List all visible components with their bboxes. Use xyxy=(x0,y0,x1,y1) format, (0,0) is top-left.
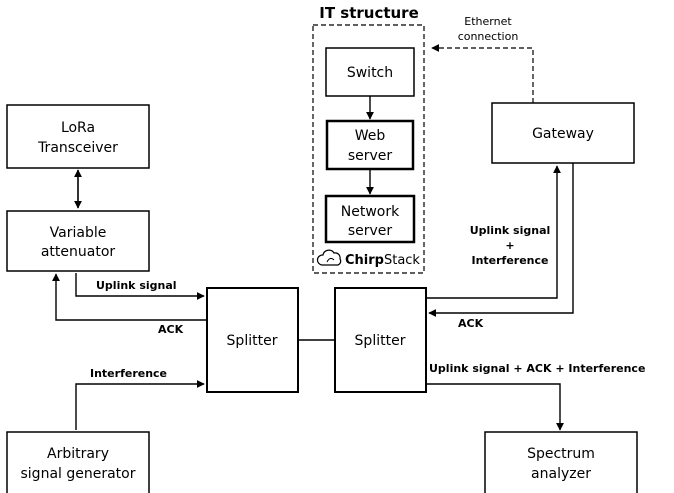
switch-box xyxy=(325,47,415,97)
interference-label: Interference xyxy=(90,367,167,380)
ack-left-label: ACK xyxy=(158,323,184,336)
gateway-label: Gateway xyxy=(532,126,594,142)
ethernet-connection-dashed xyxy=(431,44,534,103)
ack-right-label: ACK xyxy=(458,317,484,330)
arrow-uplink-to-gateway xyxy=(426,165,561,299)
splitter-left-box xyxy=(206,287,299,393)
it-structure-container xyxy=(312,24,425,274)
chirpstack-logo: ChirpStack xyxy=(316,249,420,268)
attenuator-label-line1: Variable xyxy=(50,225,107,241)
web-server-box xyxy=(325,119,415,171)
attenuator-label-line2: attenuator xyxy=(41,244,116,260)
generator-label-line2: signal generator xyxy=(21,466,136,482)
arrow-ack-to-attenuator xyxy=(52,273,206,321)
signal-generator-box xyxy=(6,431,150,493)
cloud-icon xyxy=(316,249,342,266)
ethernet-label-line2: connection xyxy=(458,30,519,43)
gateway-box xyxy=(491,102,635,164)
splitter-right-label: Splitter xyxy=(355,333,406,349)
switch-label: Switch xyxy=(347,65,393,81)
generator-label-line1: Arbitrary xyxy=(47,446,109,462)
arrow-ack-to-splitter xyxy=(428,163,574,317)
gateway-uplink-label-line2: + xyxy=(505,239,514,252)
combined-signal-label: Uplink signal + ACK + Interference xyxy=(429,362,645,375)
splitter-right-box xyxy=(334,287,427,393)
uplink-signal-label: Uplink signal xyxy=(96,279,177,292)
spectrum-analyzer-box xyxy=(484,431,638,493)
network-server-label-line1: Network xyxy=(341,204,400,220)
chirp-swirl-icon xyxy=(326,257,335,263)
it-structure-title: IT structure xyxy=(319,4,419,22)
analyzer-label-line1: Spectrum xyxy=(527,446,595,462)
arrow-to-analyzer xyxy=(426,383,564,431)
arrow-uplink-to-splitter xyxy=(75,273,205,300)
ethernet-label-line1: Ethernet xyxy=(464,15,512,28)
variable-attenuator-box xyxy=(6,210,150,272)
splitter-left-label: Splitter xyxy=(227,333,278,349)
lora-transceiver-box xyxy=(6,104,150,169)
network-server-box xyxy=(324,194,416,244)
arrow-interference-to-splitter xyxy=(75,380,205,430)
lora-label-line1: LoRa xyxy=(61,120,95,136)
web-server-label-line2: server xyxy=(348,148,393,164)
gateway-uplink-label-line1: Uplink signal xyxy=(470,224,551,237)
gateway-uplink-label-line3: Interference xyxy=(471,254,548,267)
chirpstack-brand: ChirpStack xyxy=(345,253,420,268)
network-server-label-line2: server xyxy=(348,223,393,239)
web-server-label-line1: Web xyxy=(355,128,386,144)
lora-label-line2: Transceiver xyxy=(37,140,118,156)
analyzer-label-line2: analyzer xyxy=(531,466,591,482)
